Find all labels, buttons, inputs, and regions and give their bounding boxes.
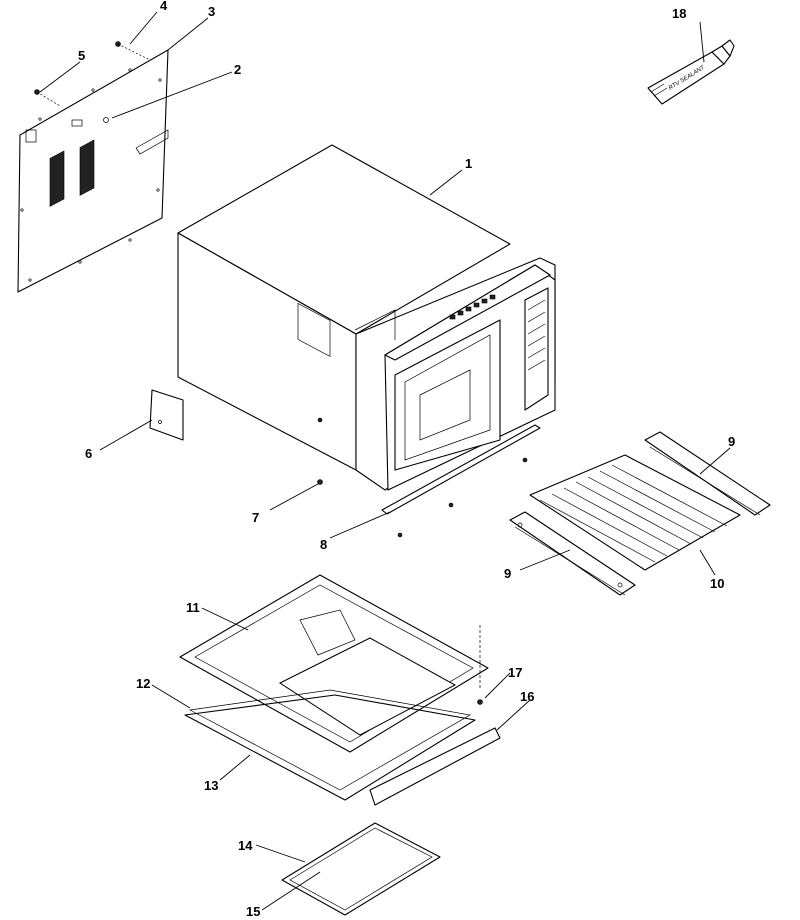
part-5-screw	[34, 89, 61, 107]
part-9-rack-support-right	[644, 431, 771, 516]
leader-lines	[39, 11, 731, 911]
part-8-front-strip	[381, 424, 541, 538]
callout-6: 6	[85, 446, 92, 461]
part-16-front-trim	[369, 727, 501, 806]
part-9-rack-support-left	[509, 511, 636, 596]
part-17-screw	[477, 625, 483, 705]
callout-3: 3	[208, 4, 215, 19]
part-10-rack	[529, 454, 741, 571]
callout-7: 7	[252, 510, 259, 525]
part-6-access-cover	[149, 389, 184, 441]
callout-10: 10	[710, 576, 724, 591]
callout-5: 5	[78, 48, 85, 63]
part-14-tray	[281, 822, 441, 916]
part-11-base-frame	[179, 574, 489, 753]
callout-11: 11	[186, 600, 200, 615]
callout-9a: 9	[728, 434, 735, 449]
callout-16: 16	[520, 689, 534, 704]
callout-numbers: 4 3 2 5 1 18 6 7 8 9 9 10 11 12 13 16 17…	[78, 0, 735, 919]
part-1-oven-cabinet	[177, 144, 556, 491]
callout-17: 17	[508, 665, 522, 680]
callout-1: 1	[465, 156, 472, 171]
callout-12: 12	[136, 676, 150, 691]
part-12-gasket	[188, 689, 472, 791]
callout-4: 4	[160, 0, 168, 13]
part-7-screw	[317, 479, 323, 485]
callout-13: 13	[204, 778, 218, 793]
callout-14: 14	[238, 838, 253, 853]
callout-18: 18	[672, 6, 686, 21]
part-4-screw	[115, 41, 151, 61]
part-3-rear-panel	[17, 49, 169, 293]
part-13-base-pan	[184, 694, 476, 801]
callout-15: 15	[246, 904, 260, 919]
part-18-sealant-tube: RTV SEALANT	[647, 39, 735, 105]
callout-9b: 9	[504, 566, 511, 581]
callout-2: 2	[234, 62, 241, 77]
callout-8: 8	[320, 537, 327, 552]
